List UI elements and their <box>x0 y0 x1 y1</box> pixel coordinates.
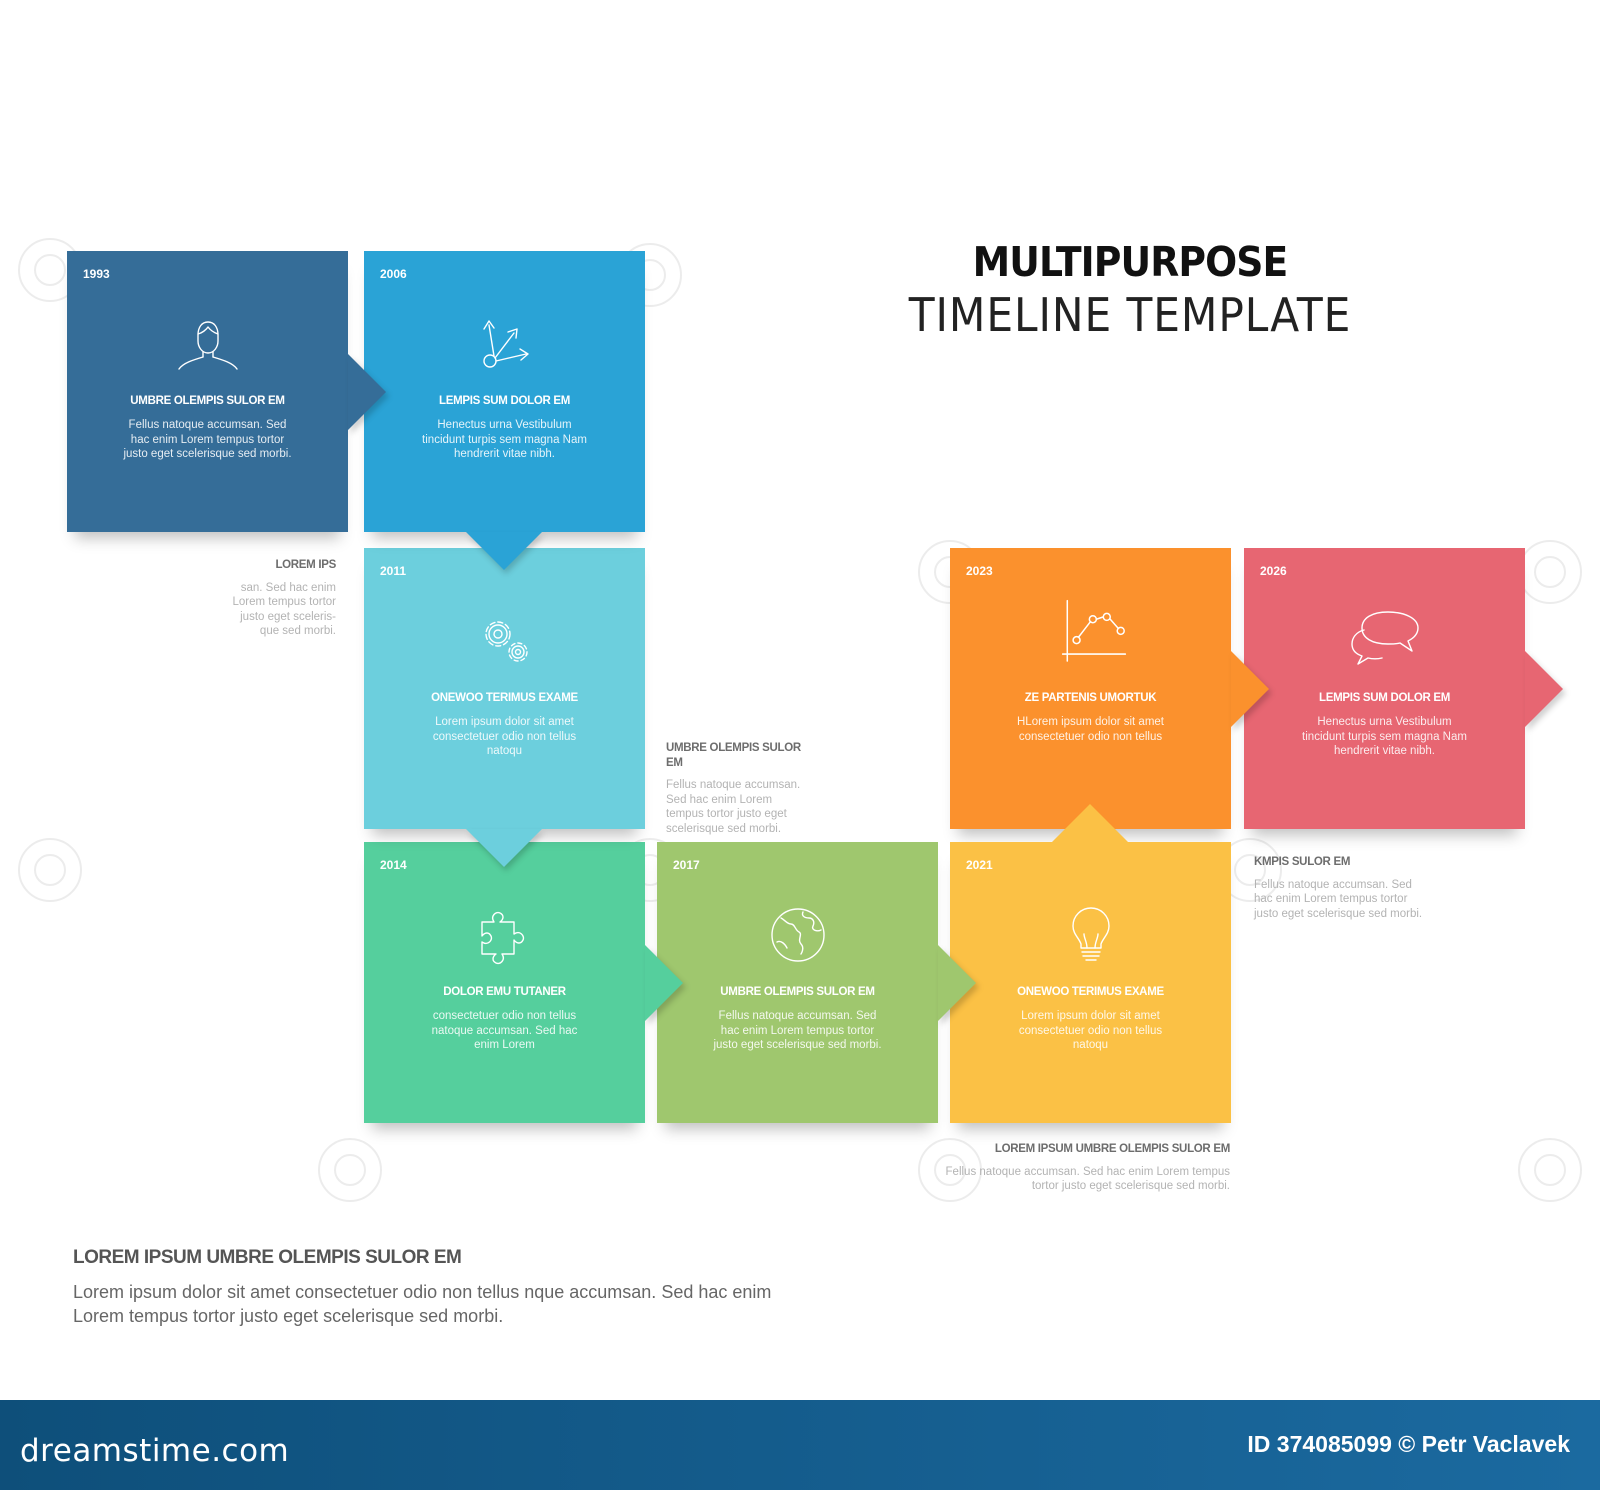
arrow-right <box>645 945 683 1021</box>
side-note-title: LOREM IPSUM UMBRE OLEMPIS SULOR EM <box>994 1143 1230 1155</box>
watermark-icon <box>1518 1138 1582 1202</box>
speech-bubbles-icon <box>1348 606 1424 668</box>
arrows-split-icon <box>474 313 536 375</box>
timeline-step-2023: 2023 ZE PARTENIS UMORTUK HLorem ipsum do… <box>950 548 1269 829</box>
side-note-title: LOREM IPS <box>275 559 336 571</box>
step-text: consectetuer odio non tellus natoque acc… <box>431 1010 578 1051</box>
side-note: UMBRE OLEMPIS SULOR EM Fellus natoque ac… <box>666 741 806 836</box>
footer-id: ID 374085099 © Petr Vaclavek <box>1247 1431 1570 1457</box>
timeline-step-2006: 2006 LEMPIS SUM DOLOR EM Henectus urna V… <box>364 251 645 570</box>
side-note: LOREM IPSUM UMBRE OLEMPIS SULOR EM Fellu… <box>920 1142 1231 1194</box>
step-year: 1993 <box>83 267 110 281</box>
step-title: LEMPIS SUM DOLOR EM <box>1318 692 1451 704</box>
page-subtitle: TIMELINE TEMPLATE <box>908 288 1352 342</box>
step-title: LEMPIS SUM DOLOR EM <box>438 395 571 407</box>
watermark-icon <box>1518 540 1582 604</box>
step-text: Fellus natoque accumsan. Sed hac enim Lo… <box>713 1010 882 1051</box>
gears-icon <box>474 610 536 672</box>
watermark-icon <box>318 1138 382 1202</box>
step-title: ZE PARTENIS UMORTUK <box>1024 692 1157 704</box>
step-year: 2014 <box>380 858 407 872</box>
step-year: 2017 <box>673 858 700 872</box>
step-title: UMBRE OLEMPIS SULOR EM <box>130 395 285 407</box>
timeline-step-1993: 1993 UMBRE OLEMPIS SULOR EM Fellus natoq… <box>67 251 386 532</box>
step-year: 2011 <box>380 564 407 578</box>
arrow-down <box>466 532 542 570</box>
arrow-right <box>1231 651 1269 727</box>
timeline-step-2026: 2026 LEMPIS SUM DOLOR EM Henectus urna V… <box>1244 548 1563 829</box>
side-note: KMPIS SULOR EM Fellus natoque accumsan. … <box>1254 855 1424 921</box>
side-note-title: UMBRE OLEMPIS SULOR EM <box>666 742 801 769</box>
step-text: Lorem ipsum dolor sit amet consectetuer … <box>432 716 577 757</box>
step-title: ONEWOO TERIMUS EXAME <box>431 692 578 704</box>
step-text: HLorem ipsum dolor sit amet consectetuer… <box>1017 716 1164 743</box>
side-note: LOREM IPS san. Sed hac enim Lorem tempus… <box>222 558 336 639</box>
timeline-step-2021: 2021 ONEWOO TERIMUS EXAME Lorem ipsum do… <box>950 804 1231 1123</box>
arrow-up <box>1052 804 1128 842</box>
timeline-step-2011: 2011 ONEWOO TERIMUS EXAME Lorem ipsum do… <box>364 548 645 867</box>
arrow-right <box>1525 651 1563 727</box>
globe-icon <box>767 904 829 966</box>
arrow-right <box>348 354 386 430</box>
step-title: DOLOR EMU TUTANER <box>443 986 566 998</box>
side-note-text: san. Sed hac enim Lorem tempus tortor ju… <box>232 581 336 638</box>
arrow-down <box>466 829 542 867</box>
footer-logo: dreamstime.com <box>20 1433 290 1469</box>
puzzle-icon <box>474 904 536 966</box>
step-title: UMBRE OLEMPIS SULOR EM <box>720 986 875 998</box>
step-year: 2021 <box>966 858 993 872</box>
step-text: Fellus natoque accumsan. Sed hac enim Lo… <box>123 419 292 460</box>
step-year: 2023 <box>966 564 993 578</box>
step-year: 2026 <box>1260 564 1287 578</box>
step-text: Lorem ipsum dolor sit amet consectetuer … <box>1018 1010 1163 1051</box>
side-note-text: Fellus natoque accumsan. Sed hac enim Lo… <box>1254 878 1423 920</box>
side-note-title: KMPIS SULOR EM <box>1254 856 1351 868</box>
bottom-text: Lorem ipsum dolor sit amet consectetuer … <box>73 1282 772 1326</box>
footer-bar: dreamstime.com ID 374085099 © Petr Vacla… <box>0 1400 1600 1490</box>
timeline-step-2014: 2014 DOLOR EMU TUTANER consectetuer odio… <box>364 842 683 1123</box>
side-note-text: Fellus natoque accumsan. Sed hac enim Lo… <box>666 779 801 835</box>
step-text: Henectus urna Vestibulum tincidunt turpi… <box>1302 716 1467 757</box>
timeline-step-2017: 2017 UMBRE OLEMPIS SULOR EM Fellus natoq… <box>657 842 976 1123</box>
line-chart-icon <box>1058 596 1130 668</box>
step-text: Henectus urna Vestibulum tincidunt turpi… <box>422 419 587 460</box>
bottom-title: LOREM IPSUM UMBRE OLEMPIS SULOR EM <box>73 1247 462 1268</box>
step-title: ONEWOO TERIMUS EXAME <box>1017 986 1164 998</box>
person-icon <box>177 313 239 375</box>
arrow-right <box>938 945 976 1021</box>
watermark-icon <box>918 1138 982 1202</box>
step-year: 2006 <box>380 267 407 281</box>
lightbulb-icon <box>1060 904 1122 966</box>
page-title: MULTIPURPOSE <box>972 238 1289 286</box>
watermark-icon <box>18 838 82 902</box>
side-note-text: Fellus natoque accumsan. Sed hac enim Lo… <box>945 1165 1230 1193</box>
